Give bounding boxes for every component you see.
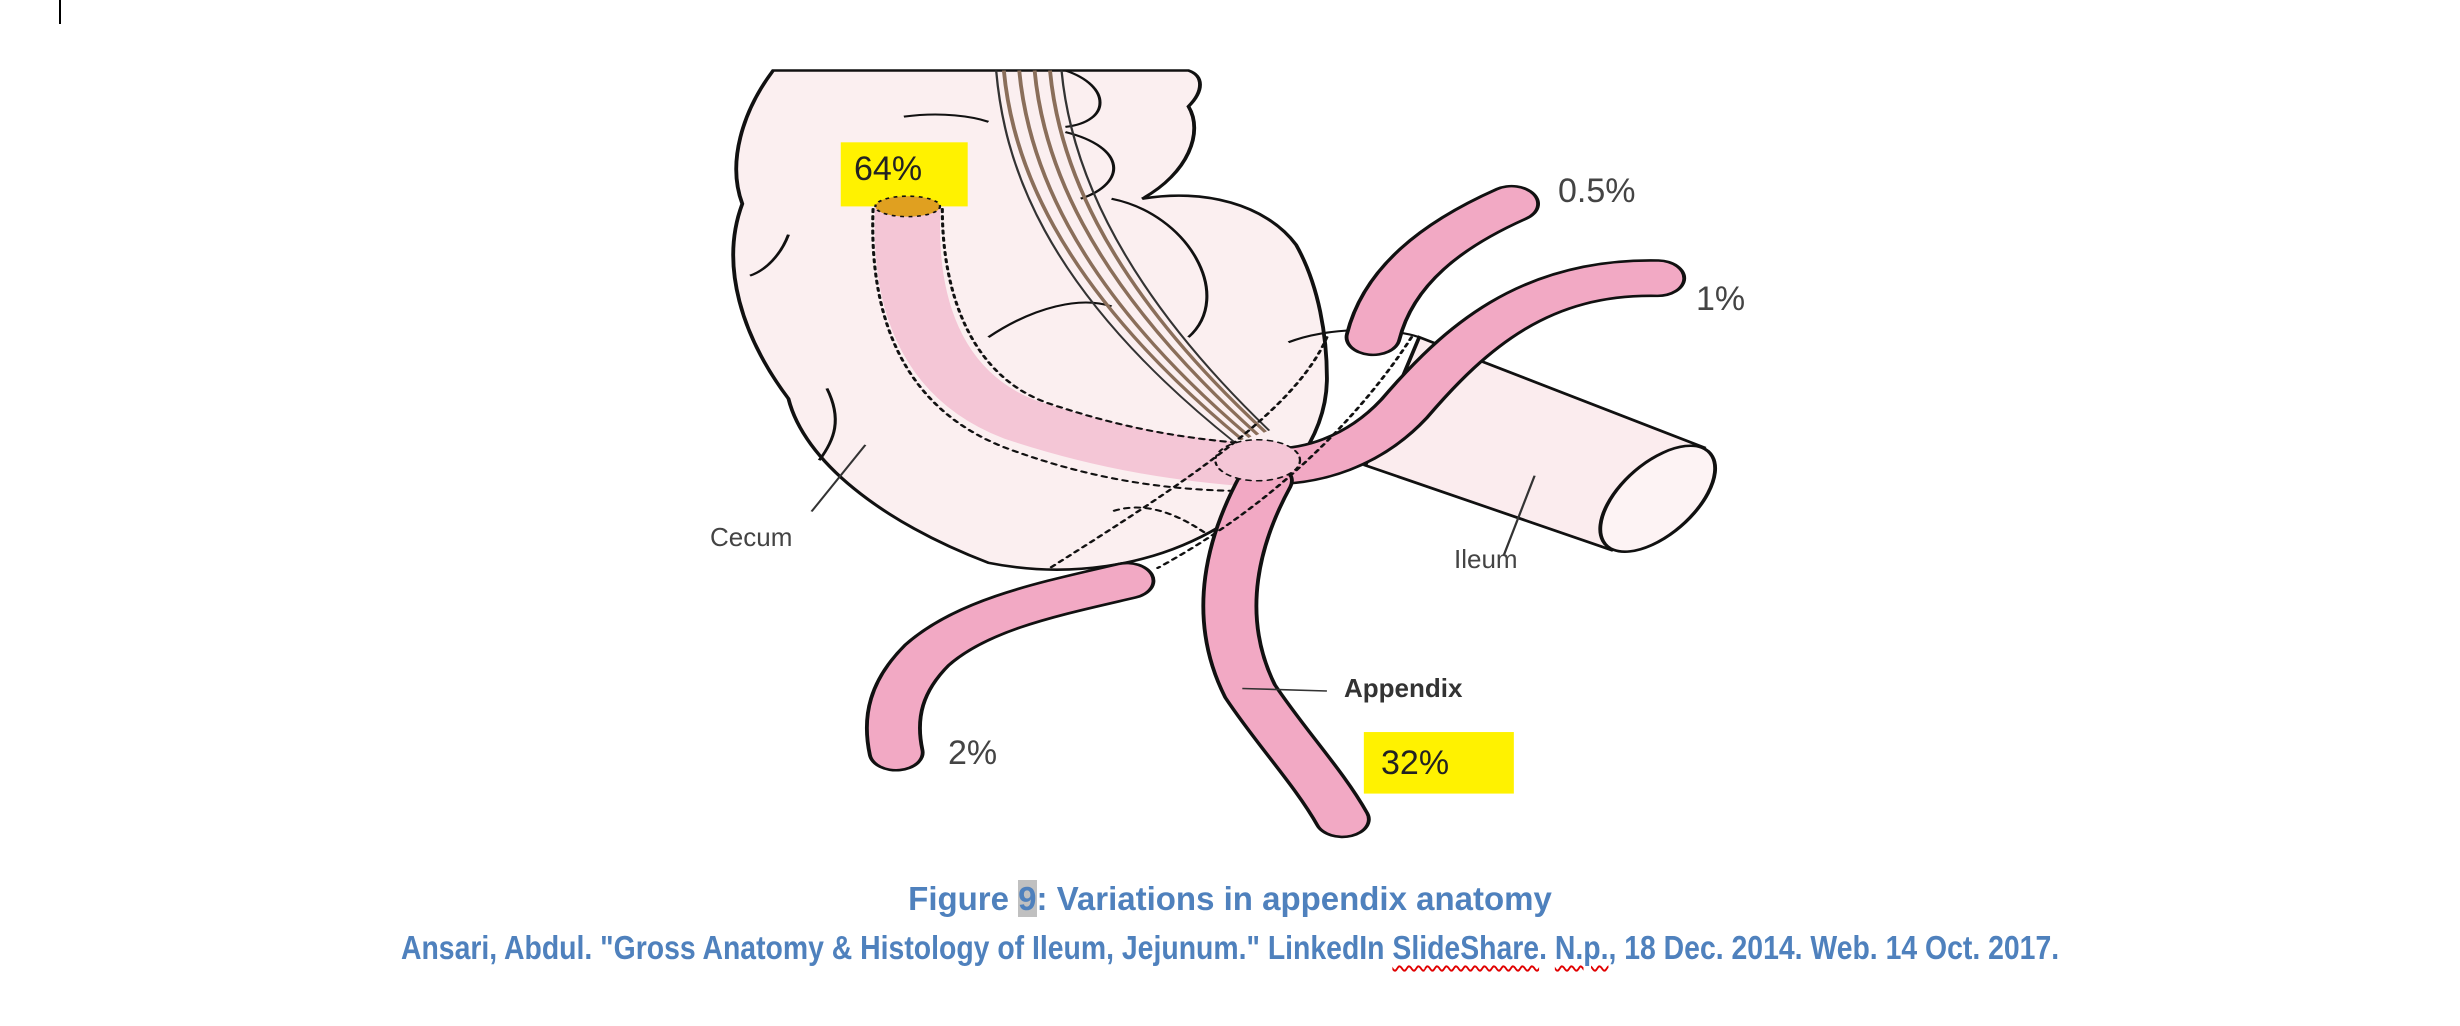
spellcheck-flagged-word[interactable]: N.p. bbox=[1554, 929, 1609, 966]
label-appendix: Appendix bbox=[1344, 673, 1463, 703]
appendix-leader-line bbox=[1242, 687, 1327, 692]
figure-citation: Ansari, Abdul. "Gross Anatomy & Histolog… bbox=[0, 929, 2460, 967]
label-32-percent: 32% bbox=[1381, 744, 1450, 782]
label-0.5-percent: 0.5% bbox=[1558, 172, 1636, 210]
appendix-illustration bbox=[731, 69, 1718, 839]
cecum-leader-line bbox=[810, 444, 867, 512]
appendix-variants bbox=[864, 184, 1687, 839]
appendix-anatomy-figure[interactable]: 64% 0.5% 1% Cecum Ileum Appendix 2% 32% bbox=[650, 50, 1850, 850]
label-ileum: Ileum bbox=[1454, 544, 1518, 574]
citation-text: , 18 Dec. 2014. Web. 14 Oct. 2017. bbox=[1608, 929, 2060, 966]
label-2-percent: 2% bbox=[948, 734, 998, 772]
text-cursor bbox=[59, 0, 61, 24]
label-64-percent: 64% bbox=[854, 150, 923, 188]
citation-text: . bbox=[1539, 929, 1555, 966]
citation-text: Ansari, Abdul. "Gross Anatomy & Histolog… bbox=[400, 929, 1393, 966]
spellcheck-flagged-word[interactable]: SlideShare bbox=[1392, 929, 1540, 966]
mesentery-vessels bbox=[995, 70, 1271, 443]
appendix-retrocecal-64 bbox=[874, 187, 1291, 488]
label-1-percent: 1% bbox=[1696, 280, 1746, 318]
caption-prefix: Figure bbox=[908, 880, 1019, 917]
label-cecum: Cecum bbox=[710, 522, 793, 552]
highlight-32 bbox=[1363, 732, 1514, 794]
figure-number-field[interactable]: 9 bbox=[1018, 880, 1037, 917]
caption-title: : Variations in appendix anatomy bbox=[1036, 880, 1552, 917]
ileum-leader-line bbox=[1502, 475, 1536, 556]
figure-caption: Figure 9: Variations in appendix anatomy bbox=[0, 880, 2460, 918]
